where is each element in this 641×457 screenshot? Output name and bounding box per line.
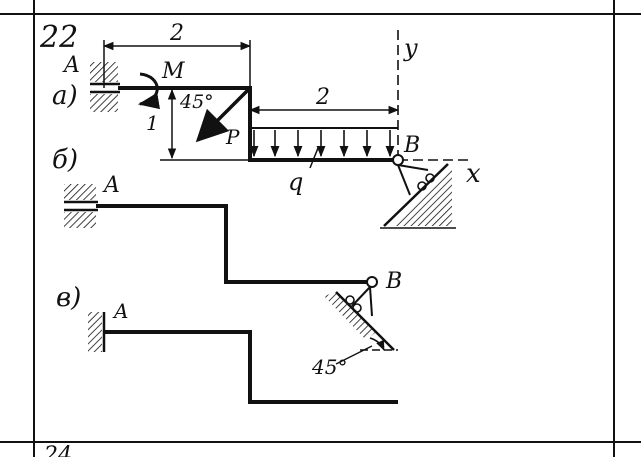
moment-arrow: M	[137, 59, 185, 110]
support-a-label-mid: A	[102, 173, 120, 198]
fixed-support-a-mid	[64, 184, 98, 228]
load-label: q	[288, 168, 303, 196]
beam-c	[104, 330, 398, 404]
dimension-top-value: 2	[169, 21, 184, 46]
variant-a: а) A M 2 1	[52, 21, 481, 229]
distributed-load: q	[249, 127, 398, 196]
beam-b	[96, 204, 372, 284]
variant-c: в) A 45° B	[56, 269, 402, 404]
axis-y-label: y	[403, 34, 418, 62]
problem-number: 22	[39, 20, 78, 55]
fixed-support-a-bottom	[88, 312, 106, 352]
support-a-label-bottom: A	[112, 299, 128, 323]
dimension-drop: 1	[146, 88, 250, 161]
moment-label: M	[161, 59, 185, 84]
next-problem-number: 24	[43, 443, 72, 457]
support-a-label-top: A	[62, 53, 80, 78]
variant-b: б) A	[52, 145, 372, 284]
fixed-support-a-top	[90, 62, 120, 112]
axis-x-label: x	[466, 159, 481, 189]
variant-c-label: в)	[56, 283, 81, 313]
support-b-label-top: B	[403, 133, 420, 158]
variant-b-label: б)	[52, 145, 78, 175]
angle-support-label: 45°	[311, 355, 347, 379]
coordinate-axes: y x	[397, 30, 481, 189]
roller-support-b-top: B	[380, 133, 456, 229]
roller-support-b-bottom: 45° B	[311, 269, 402, 379]
dimension-top-span: 2	[102, 21, 252, 88]
force-p: 45° P	[179, 86, 252, 149]
angle-p-label: 45°	[179, 91, 214, 113]
variant-a-label: а)	[52, 81, 78, 111]
force-p-label: P	[225, 125, 240, 149]
dimension-drop-value: 1	[146, 111, 159, 135]
support-b-label-bottom: B	[385, 269, 402, 294]
dimension-load-value: 2	[315, 85, 330, 110]
dimension-load-span: 2	[248, 85, 400, 115]
